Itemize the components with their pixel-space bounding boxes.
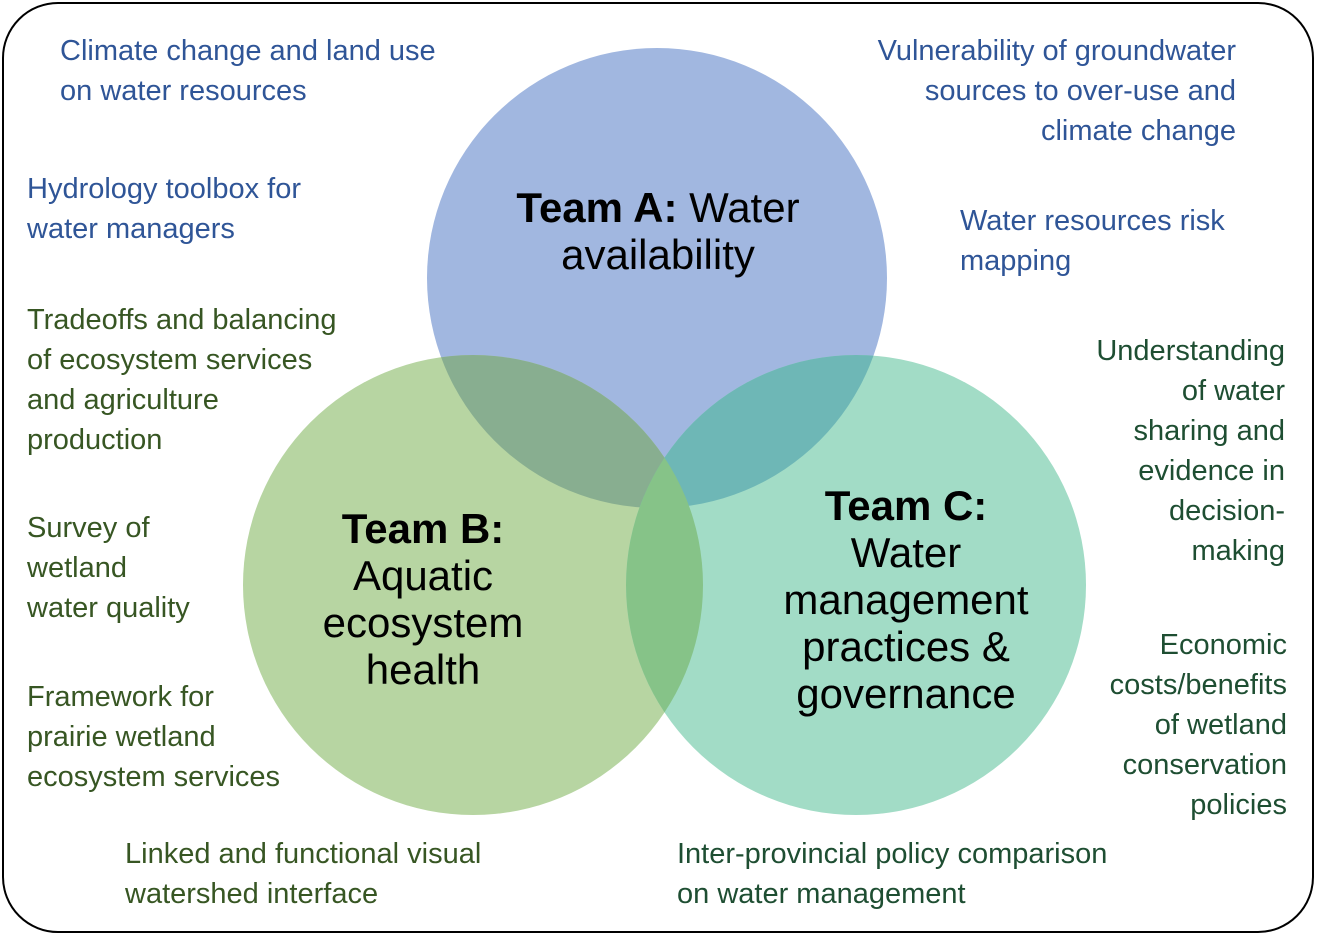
team-b-label: Team B: Aquatic ecosystem health xyxy=(293,505,553,693)
project-groundwater-vulnerability: Vulnerability of groundwater sources to … xyxy=(877,35,1236,147)
project-wetland-survey: Survey of wetland water quality xyxy=(27,512,190,624)
project-tradeoffs: Tradeoffs and balancing of ecosystem ser… xyxy=(27,304,337,456)
team-b-name: Team B: xyxy=(341,505,505,552)
team-c-name: Team C: xyxy=(824,482,988,529)
team-a-name: Team A: xyxy=(516,184,678,231)
team-c-label: Team C: Water management practices & gov… xyxy=(765,482,1047,717)
project-wetland-framework: Framework for prairie wetland ecosystem … xyxy=(27,681,281,793)
team-b-topic: Aquatic ecosystem health xyxy=(322,552,524,693)
project-economic-costs: Economic costs/benefits of wetland conse… xyxy=(1109,629,1287,821)
project-water-sharing: Understanding of water sharing and evide… xyxy=(1096,335,1285,567)
project-watershed-interface: Linked and functional visual watershed i… xyxy=(125,838,482,910)
overlap-a-c xyxy=(626,355,887,508)
team-a-topic: Water availability xyxy=(561,184,800,278)
project-hydrology-toolbox: Hydrology toolbox for water managers xyxy=(27,173,302,245)
project-climate-land-use: Climate change and land use on water res… xyxy=(60,35,436,107)
project-risk-mapping: Water resources risk mapping xyxy=(960,205,1225,277)
team-a-label: Team A: Water availability xyxy=(478,184,838,278)
overlap-a-b xyxy=(427,355,703,508)
project-policy-comparison: Inter-provincial policy comparison on wa… xyxy=(677,838,1108,910)
team-c-topic: Water management practices & governance xyxy=(783,529,1029,717)
